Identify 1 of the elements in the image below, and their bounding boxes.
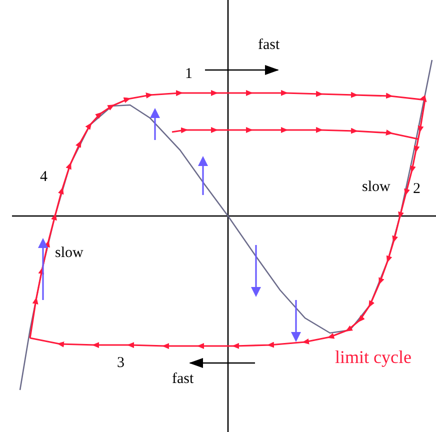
curve-label: limit cycle <box>335 348 412 366</box>
